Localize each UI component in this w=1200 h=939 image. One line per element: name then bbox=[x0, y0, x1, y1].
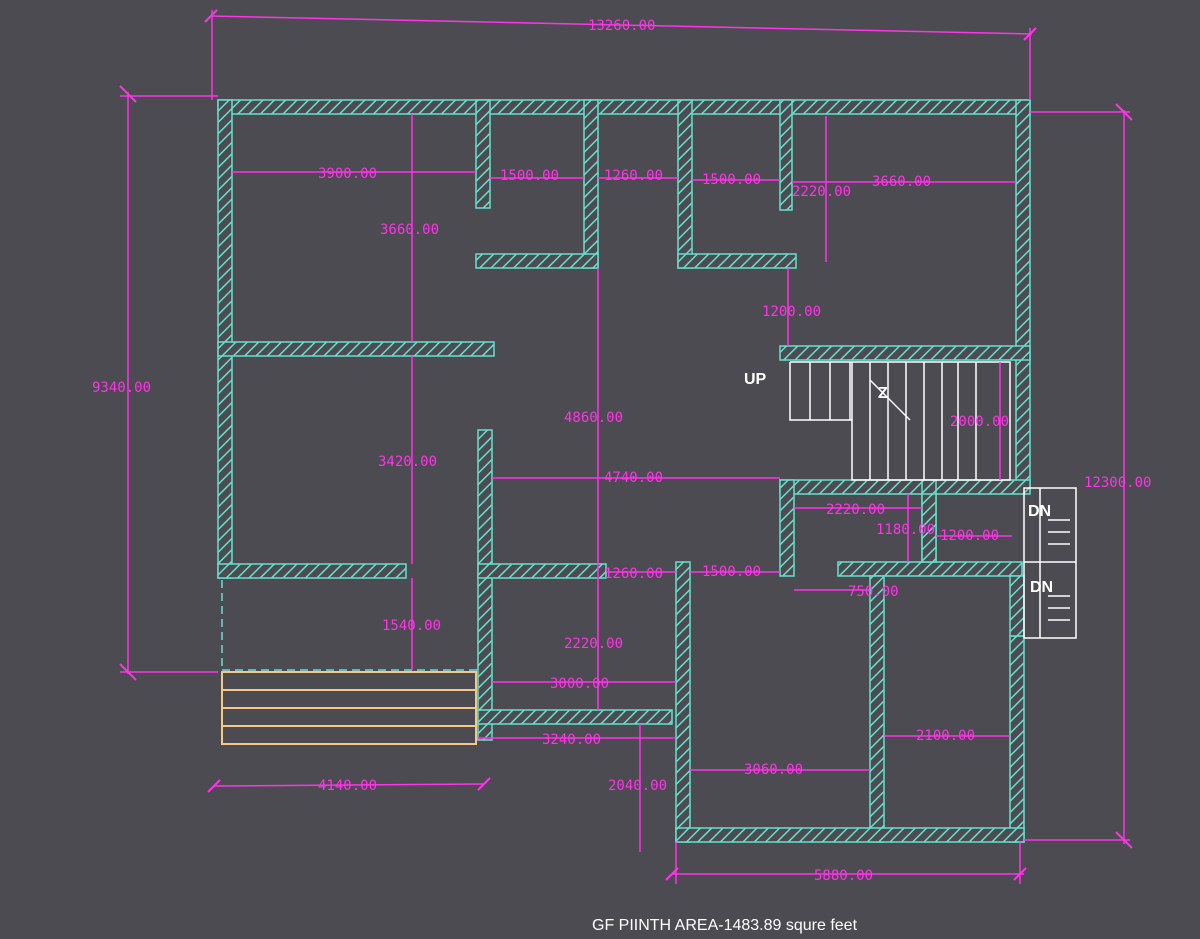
dim-rear-width: 3060.00 bbox=[744, 762, 803, 778]
dim-kitchen-width: 3000.00 bbox=[550, 676, 609, 692]
wall-store-left bbox=[779, 479, 795, 577]
wall-store-bottom bbox=[837, 561, 1023, 577]
wall-right-upper bbox=[1015, 99, 1031, 491]
dim-store-width: 2220.00 bbox=[826, 502, 885, 518]
dim-kitchen-depth: 2220.00 bbox=[564, 636, 623, 652]
wall-pier-3 bbox=[677, 99, 693, 269]
front-steps bbox=[221, 671, 477, 745]
verandah-outline bbox=[221, 580, 478, 672]
dim-door-gap-1: 1260.00 bbox=[604, 566, 663, 582]
wall-left bbox=[217, 99, 233, 579]
dim-door-gap-3: 750.00 bbox=[848, 584, 899, 600]
wall-rear-left bbox=[675, 561, 691, 843]
wall-pier-2 bbox=[583, 99, 599, 269]
dim-room-width-1: 3900.00 bbox=[318, 166, 377, 182]
dim-rear-total-width: 5880.00 bbox=[814, 868, 873, 884]
dimension-ticks bbox=[119, 9, 1133, 881]
dim-store-depth: 1180.00 bbox=[876, 522, 935, 538]
wall-pier-1 bbox=[475, 99, 491, 209]
dim-sitout-width: 3240.00 bbox=[542, 732, 601, 748]
wall-right-lower bbox=[1009, 635, 1025, 843]
plinth-area-caption: GF PIINTH AREA-1483.89 squre feet bbox=[592, 917, 858, 934]
dimension-lines bbox=[120, 10, 1130, 884]
wall-pier-4 bbox=[779, 99, 793, 211]
dim-room-depth-2: 3420.00 bbox=[378, 454, 437, 470]
dim-room-width-5: 2220.00 bbox=[792, 184, 851, 200]
wall-bedroom-divider bbox=[217, 341, 495, 357]
label-dn-upper: DN bbox=[1028, 503, 1051, 520]
dim-steps-width: 4140.00 bbox=[318, 778, 377, 794]
staircase bbox=[789, 361, 1011, 481]
plan-labels: UP DN DN Z bbox=[744, 371, 1053, 596]
dim-hall-width: 4740.00 bbox=[604, 470, 663, 486]
dim-passage-depth: 4860.00 bbox=[564, 410, 623, 426]
dim-room-depth-3: 1540.00 bbox=[382, 618, 441, 634]
wall-rear-bottom bbox=[675, 827, 1025, 843]
dim-room-depth-1: 3660.00 bbox=[380, 222, 439, 238]
wall-kitchen-bottom bbox=[477, 709, 673, 725]
walls bbox=[217, 99, 1031, 843]
wall-toilet-box-left bbox=[921, 493, 937, 563]
dim-toilet-width: 1200.00 bbox=[940, 528, 999, 544]
wall-stair-top bbox=[779, 345, 1031, 361]
dim-wc-width: 2100.00 bbox=[916, 728, 975, 744]
dim-room-width-3: 1260.00 bbox=[604, 168, 663, 184]
dim-stair-run: 2000.00 bbox=[950, 414, 1009, 430]
wall-bedroom-bottom bbox=[217, 563, 407, 579]
dim-overall-depth-left: 9340.00 bbox=[92, 380, 151, 396]
dimension-labels: 13260.00 9340.00 12300.00 3900.00 1500.0… bbox=[92, 18, 1151, 884]
wall-store-top bbox=[779, 479, 1031, 495]
wall-kitchen-top bbox=[477, 563, 607, 579]
dim-landing-gap: 1200.00 bbox=[762, 304, 821, 320]
dim-overall-width: 13260.00 bbox=[588, 18, 655, 34]
wall-toilet-bottom-2 bbox=[677, 253, 797, 269]
dn-stairs bbox=[1023, 487, 1077, 639]
dim-overall-depth-right: 12300.00 bbox=[1084, 475, 1151, 491]
wall-toilet-bottom-1 bbox=[475, 253, 599, 269]
dim-room-width-2: 1500.00 bbox=[500, 168, 559, 184]
wall-rear-divider bbox=[869, 575, 885, 843]
label-stair-arrow: Z bbox=[878, 385, 888, 402]
dim-room-width-6: 3660.00 bbox=[872, 174, 931, 190]
dim-room-width-4: 1500.00 bbox=[702, 172, 761, 188]
dim-door-gap-2: 1500.00 bbox=[702, 564, 761, 580]
label-up: UP bbox=[744, 371, 767, 388]
wall-right-lower-link bbox=[1009, 575, 1025, 637]
label-dn-lower: DN bbox=[1030, 579, 1053, 596]
wall-hall-left bbox=[477, 429, 493, 741]
wall-top bbox=[217, 99, 1031, 115]
dim-rear-depth: 2040.00 bbox=[608, 778, 667, 794]
